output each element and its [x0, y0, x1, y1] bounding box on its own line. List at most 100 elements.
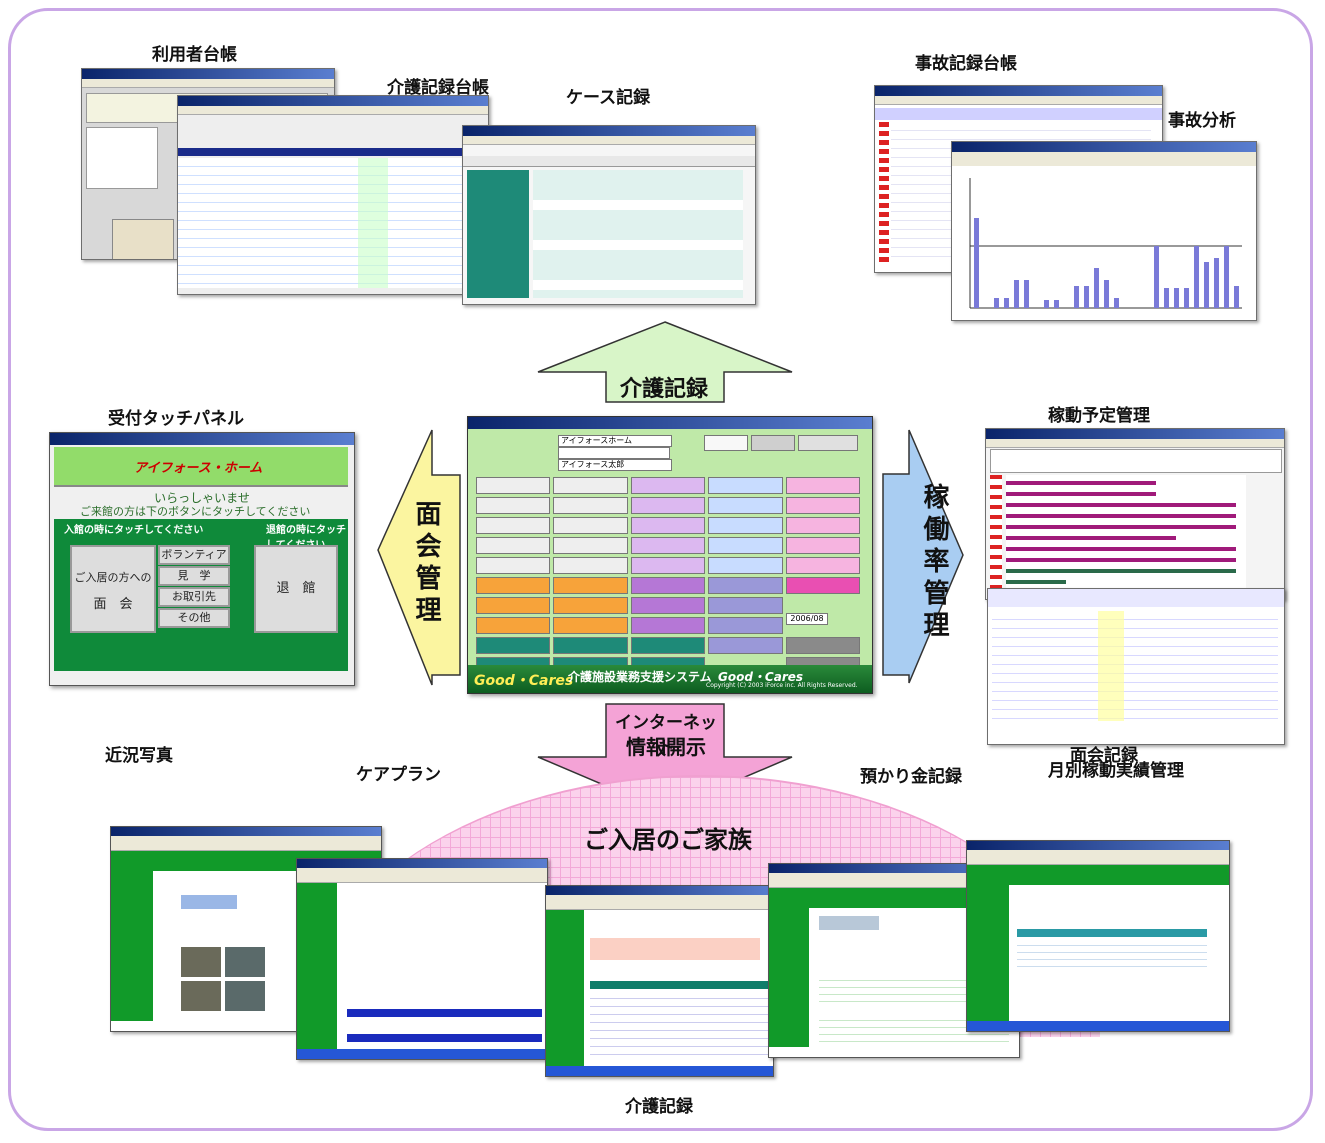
staff-field[interactable]: アイフォース太郎: [558, 459, 672, 471]
menu-btn[interactable]: [708, 517, 783, 534]
menu-btn[interactable]: [630, 537, 706, 554]
case-kiroku-screenshot: [462, 125, 756, 305]
menu-btn[interactable]: [630, 517, 706, 534]
chart-bar: [1174, 288, 1179, 308]
menu-btn[interactable]: [785, 537, 860, 554]
copyright: Copyright (C) 2003 iForce inc. All Right…: [706, 682, 858, 689]
schedule-bar: [1006, 547, 1236, 551]
kado-yotei-screenshot: [985, 428, 1285, 600]
menu-btn[interactable]: [553, 557, 628, 574]
menu-btn[interactable]: [553, 477, 628, 494]
menu-btn[interactable]: [785, 477, 860, 494]
volunteer-button[interactable]: ボランティア: [158, 545, 230, 565]
label-kaigo-bottom: 介護記録: [625, 1097, 693, 1117]
menu-btn[interactable]: [553, 577, 628, 594]
system-name: 介護施設業務支援システム: [568, 670, 712, 684]
chart-bar: [1104, 280, 1109, 308]
chart-bar: [994, 298, 999, 308]
kaigo-web: [545, 885, 774, 1077]
facility-field[interactable]: アイフォースホーム: [558, 435, 672, 447]
menu-btn[interactable]: [630, 477, 706, 494]
menu-btn[interactable]: [708, 637, 783, 654]
schedule-bar: [1006, 569, 1236, 573]
menu-btn[interactable]: [785, 497, 860, 514]
label-riyousha-daicho: 利用者台帳: [152, 45, 237, 65]
visit-resident-button[interactable]: ご入居の方への 面 会: [70, 545, 156, 633]
label-kinkyo: 近況写真: [105, 746, 173, 766]
menu-btn[interactable]: [476, 537, 551, 554]
menu-btn[interactable]: [553, 537, 628, 554]
chart-bar: [1184, 288, 1189, 308]
main-menu-window: アイフォースホーム アイフォース太郎: [467, 416, 873, 694]
menkai-web: [966, 840, 1230, 1032]
jiko-bunseki-screenshot: [951, 141, 1257, 321]
menu-btn[interactable]: [476, 577, 551, 594]
sonota-button[interactable]: その他: [158, 608, 230, 628]
menu-btn[interactable]: [476, 497, 551, 514]
menu-btn[interactable]: [630, 557, 706, 574]
menu-btn[interactable]: [708, 557, 783, 574]
chart-bar: [1044, 300, 1049, 308]
menu-btn[interactable]: [630, 637, 706, 654]
menu-btn[interactable]: [476, 477, 551, 494]
menu-btn[interactable]: [708, 617, 783, 634]
date-field[interactable]: 2006/08: [786, 613, 828, 625]
menu-btn[interactable]: [708, 597, 783, 614]
menu-btn[interactable]: [785, 557, 860, 574]
menu-btn[interactable]: [630, 577, 706, 594]
menu-btn[interactable]: [476, 637, 551, 654]
menu-btn[interactable]: [553, 637, 628, 654]
chart-bar: [1204, 262, 1209, 308]
arrow-right-label: 稼働率管理: [919, 483, 949, 643]
schedule-bar: [1006, 514, 1236, 518]
touch-panel-header: アイフォース・ホーム: [54, 447, 348, 485]
touch-panel-window: アイフォース・ホーム いらっしゃいませ ご来館の方は下のボタンにタッチしてくださ…: [49, 432, 355, 686]
chart-bar: [1084, 286, 1089, 308]
label-jiko-daicho: 事故記録台帳: [915, 54, 1017, 74]
label-kado-yotei: 稼動予定管理: [1048, 406, 1150, 426]
chart-bar: [1154, 246, 1159, 308]
menu-btn[interactable]: [476, 517, 551, 534]
chart-bar: [1054, 300, 1059, 308]
schedule-bar: [1006, 580, 1066, 584]
entry-header: 入館の時にタッチしてください: [64, 525, 204, 536]
label-menkai-kiroku: 面会記録: [1070, 746, 1138, 766]
menu-btn[interactable]: [708, 577, 783, 594]
visit-line2: 面 会: [93, 597, 133, 612]
label-azukari: 預かり金記録: [860, 767, 962, 787]
chart-bar: [1024, 280, 1029, 308]
menu-btn[interactable]: [785, 577, 860, 594]
visit-line1: ご入居の方への: [74, 571, 152, 584]
menu-btn[interactable]: [630, 617, 706, 634]
torihiki-button[interactable]: お取引先: [158, 587, 230, 607]
menu-btn[interactable]: [476, 557, 551, 574]
chart-bar: [1164, 288, 1169, 308]
chart-bar: [1234, 286, 1239, 308]
menu-btn[interactable]: [553, 597, 628, 614]
careplan-web: [296, 858, 548, 1060]
menu-btn[interactable]: [553, 517, 628, 534]
menu-btn[interactable]: [476, 617, 551, 634]
label-jiko-bunseki: 事故分析: [1168, 111, 1236, 131]
label-getsubetsu: 月別稼動実績管理: [1048, 761, 1184, 781]
chart-bar: [1014, 280, 1019, 308]
menu-btn[interactable]: [785, 637, 860, 654]
menu-btn[interactable]: [708, 497, 783, 514]
chart-bar: [1194, 246, 1199, 308]
chart-bar: [1224, 246, 1229, 308]
schedule-bar: [1006, 481, 1156, 485]
menu-btn[interactable]: [630, 597, 706, 614]
instruction-text: ご来館の方は下のボタンにタッチしてください: [80, 505, 311, 518]
menu-button-grid: [476, 477, 860, 674]
menu-btn[interactable]: [553, 617, 628, 634]
main-menu-footer: Good・Cares 介護施設業務支援システム Good・Cares Copyr…: [468, 665, 872, 693]
menu-btn[interactable]: [708, 477, 783, 494]
menu-btn[interactable]: [553, 497, 628, 514]
menu-btn[interactable]: [630, 497, 706, 514]
exit-button[interactable]: 退 館: [254, 545, 338, 633]
menu-btn[interactable]: [785, 517, 860, 534]
menu-btn[interactable]: [476, 597, 551, 614]
menu-btn[interactable]: [708, 537, 783, 554]
arrow-down-label-1: インターネット: [615, 713, 717, 758]
kengaku-button[interactable]: 見 学: [158, 566, 230, 586]
